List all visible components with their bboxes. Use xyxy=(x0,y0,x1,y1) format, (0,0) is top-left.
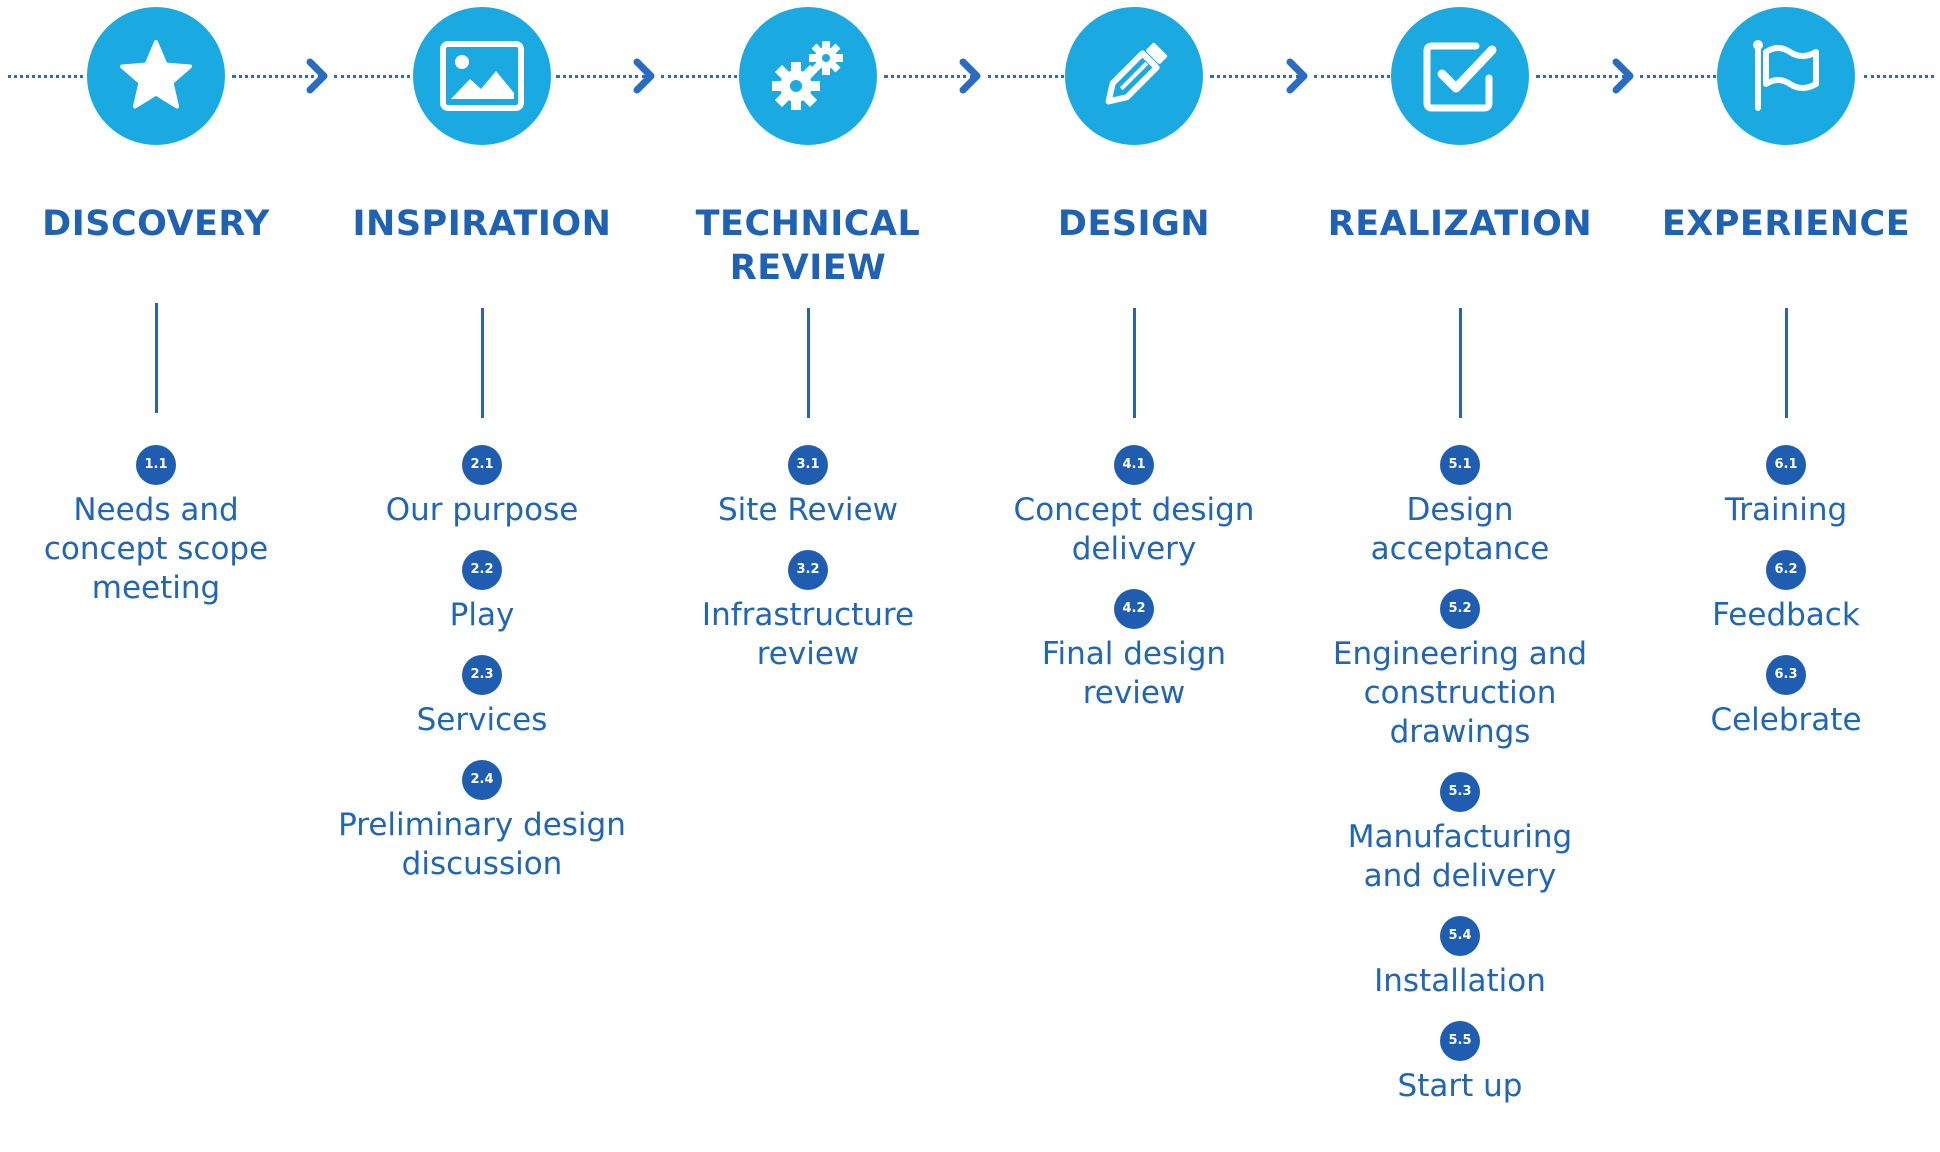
phase-divider xyxy=(1459,308,1462,418)
dotted-connector xyxy=(1210,75,1300,78)
pencil-icon xyxy=(1105,42,1168,105)
dotted-connector xyxy=(334,75,410,78)
step-number-badge: 6.1 xyxy=(1766,445,1806,485)
flag-icon xyxy=(1753,40,1819,111)
checkbox-icon xyxy=(1423,42,1497,112)
phase-circle xyxy=(1065,7,1203,145)
chevron-right-icon xyxy=(1610,56,1638,96)
phase-steps: 5.1 Design acceptance 5.2 Engineering an… xyxy=(1315,445,1605,1126)
phase-divider xyxy=(155,303,158,413)
dotted-connector xyxy=(8,75,83,78)
step-item: 5.3 Manufacturing and delivery xyxy=(1315,772,1605,896)
step-item: 5.4 Installation xyxy=(1315,916,1605,1001)
step-number-badge: 5.2 xyxy=(1440,589,1480,629)
step-label: Our purpose xyxy=(385,492,579,528)
step-label: Start up xyxy=(1397,1068,1523,1104)
phase-divider xyxy=(1133,308,1136,418)
dotted-connector xyxy=(1536,75,1626,78)
dotted-connector xyxy=(1314,75,1390,78)
chevron-right-icon xyxy=(304,56,332,96)
step-number-badge: 6.2 xyxy=(1766,550,1806,590)
phase-title: DISCOVERY xyxy=(42,204,270,244)
step-item: 6.1 Training xyxy=(1641,445,1931,530)
step-number-badge: 1.1 xyxy=(136,445,176,485)
step-number-badge: 5.5 xyxy=(1440,1021,1480,1061)
step-label: Manufacturing and delivery xyxy=(1347,819,1573,894)
dotted-connector xyxy=(988,75,1064,78)
dotted-connector xyxy=(884,75,974,78)
step-item: 2.1 Our purpose xyxy=(337,445,627,530)
phase-title: INSPIRATION xyxy=(352,204,612,244)
timeline-connector xyxy=(0,0,1940,150)
step-label: Concept design delivery xyxy=(1013,492,1255,567)
step-item: 2.4 Preliminary design discussion xyxy=(337,760,627,884)
step-number-badge: 2.1 xyxy=(462,445,502,485)
step-item: 3.2 Infrastructure review xyxy=(663,550,953,674)
step-label: Design acceptance xyxy=(1370,492,1550,567)
step-number-badge: 4.1 xyxy=(1114,445,1154,485)
phase-title: DESIGN xyxy=(1057,204,1211,244)
dotted-connector xyxy=(661,75,737,78)
step-label: Infrastructure review xyxy=(701,597,915,672)
phase-steps: 1.1 Needs and concept scope meeting xyxy=(11,445,301,628)
phase-circle xyxy=(1717,7,1855,145)
step-number-badge: 5.1 xyxy=(1440,445,1480,485)
phase-divider xyxy=(1785,308,1788,418)
step-item: 6.3 Celebrate xyxy=(1641,655,1931,740)
step-label: Installation xyxy=(1374,963,1546,999)
step-label: Site Review xyxy=(718,492,898,528)
step-item: 5.2 Engineering and construction drawing… xyxy=(1315,589,1605,752)
phase-steps: 6.1 Training 6.2 Feedback 6.3 Celebrate xyxy=(1641,445,1931,760)
step-number-badge: 4.2 xyxy=(1114,589,1154,629)
step-number-badge: 6.3 xyxy=(1766,655,1806,695)
step-number-badge: 2.2 xyxy=(462,550,502,590)
step-label: Training xyxy=(1724,492,1848,528)
step-number-badge: 2.3 xyxy=(462,655,502,695)
step-number-badge: 3.1 xyxy=(788,445,828,485)
phase-divider xyxy=(481,308,484,418)
step-number-badge: 5.4 xyxy=(1440,916,1480,956)
phase-circle xyxy=(1391,7,1529,145)
step-label: Feedback xyxy=(1712,597,1860,633)
step-label: Services xyxy=(416,702,548,738)
dotted-connector xyxy=(556,75,646,78)
step-item: 1.1 Needs and concept scope meeting xyxy=(11,445,301,608)
step-label: Final design review xyxy=(1041,636,1227,711)
phase-circle xyxy=(413,7,551,145)
phase-steps: 3.1 Site Review 3.2 Infrastructure revie… xyxy=(663,445,953,694)
gears-icon xyxy=(772,41,843,110)
step-number-badge: 2.4 xyxy=(462,760,502,800)
step-item: 6.2 Feedback xyxy=(1641,550,1931,635)
step-label: Celebrate xyxy=(1710,702,1862,738)
phase-title: REALIZATION xyxy=(1327,204,1593,244)
step-item: 5.1 Design acceptance xyxy=(1315,445,1605,569)
step-number-badge: 5.3 xyxy=(1440,772,1480,812)
step-item: 4.1 Concept design delivery xyxy=(989,445,1279,569)
image-icon xyxy=(440,41,524,111)
chevron-right-icon xyxy=(957,56,985,96)
phase-divider xyxy=(807,308,810,418)
phase-title: TECHNICAL REVIEW xyxy=(695,204,921,288)
chevron-right-icon xyxy=(1284,56,1312,96)
phase-circle xyxy=(87,7,225,145)
step-label: Needs and concept scope meeting xyxy=(43,492,269,606)
dotted-connector xyxy=(1864,75,1934,78)
phase-title: EXPERIENCE xyxy=(1661,204,1911,244)
step-label: Preliminary design discussion xyxy=(338,807,626,882)
chevron-right-icon xyxy=(631,56,659,96)
dotted-connector xyxy=(1640,75,1716,78)
step-item: 2.2 Play xyxy=(337,550,627,635)
step-item: 3.1 Site Review xyxy=(663,445,953,530)
step-item: 4.2 Final design review xyxy=(989,589,1279,713)
phase-circle xyxy=(739,7,877,145)
dotted-connector xyxy=(232,75,322,78)
step-label: Play xyxy=(449,597,515,633)
step-label: Engineering and construction drawings xyxy=(1332,636,1588,750)
phase-steps: 2.1 Our purpose 2.2 Play 2.3 Services 2.… xyxy=(337,445,627,904)
star-icon xyxy=(120,40,192,109)
step-item: 2.3 Services xyxy=(337,655,627,740)
step-item: 5.5 Start up xyxy=(1315,1021,1605,1106)
phase-steps: 4.1 Concept design delivery 4.2 Final de… xyxy=(989,445,1279,733)
step-number-badge: 3.2 xyxy=(788,550,828,590)
